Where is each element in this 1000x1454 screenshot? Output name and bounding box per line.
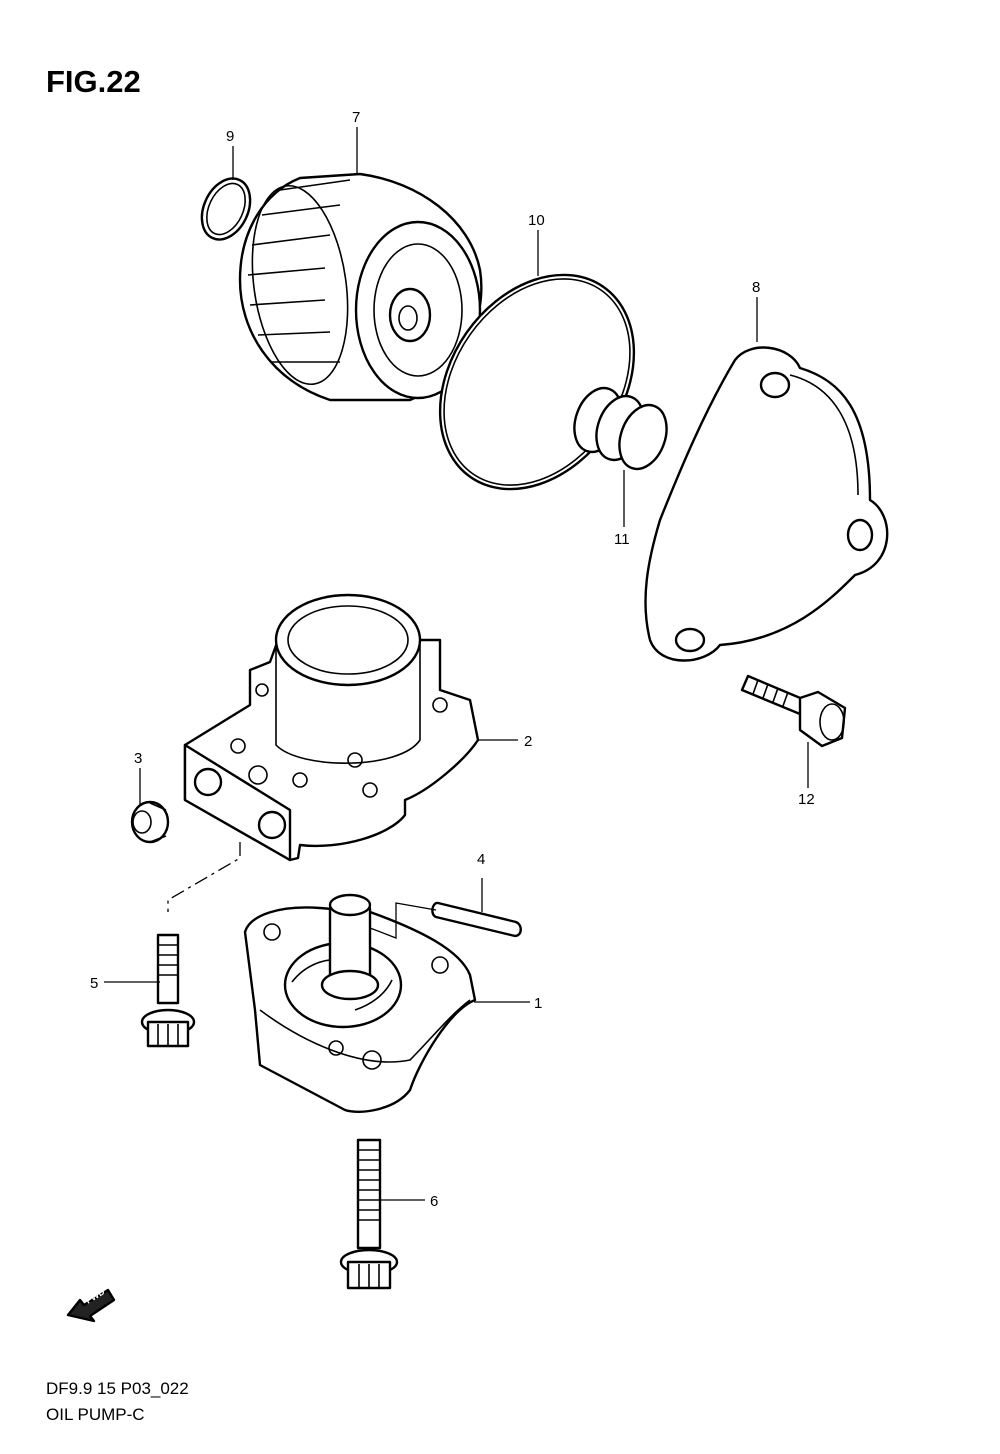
- callout-10: 10: [528, 212, 545, 229]
- callout-labels: 9 7 10 8 11 2 3 4 12 1 5 6: [90, 109, 815, 1210]
- figure-code: DF9.9 15 P03_022: [46, 1379, 189, 1398]
- leader-lines: [104, 127, 809, 1201]
- part-5-bolt: [140, 933, 196, 1048]
- figure-title: FIG.22: [46, 64, 141, 99]
- figure-name: OIL PUMP-C: [46, 1405, 145, 1424]
- callout-2: 2: [524, 733, 532, 750]
- callout-7: 7: [352, 109, 360, 126]
- callout-3: 3: [134, 750, 142, 767]
- callout-11: 11: [614, 531, 630, 548]
- callout-6: 6: [430, 1193, 438, 1210]
- assembly-centerline: [167, 842, 241, 912]
- part-6-bolt: [339, 1138, 399, 1290]
- filter-pleats: [247, 179, 351, 363]
- callout-1: 1: [534, 995, 542, 1012]
- part-2-pump-body: [183, 593, 480, 862]
- part-3-plug: [130, 800, 170, 844]
- callout-5: 5: [90, 975, 98, 992]
- part-11-spring: [573, 386, 668, 471]
- part-1-pump-assembly: [243, 893, 477, 1113]
- part-7-oil-filter: [238, 172, 483, 402]
- callout-9: 9: [226, 128, 234, 145]
- part-8-cover: [644, 346, 889, 662]
- fwd-arrow-icon: FWD: [66, 1286, 116, 1323]
- part-9-o-ring: [200, 177, 252, 241]
- callout-4: 4: [477, 851, 485, 868]
- callout-8: 8: [752, 279, 760, 296]
- part-12-bolt: [740, 674, 847, 748]
- part-4-pin: [431, 901, 522, 938]
- callout-12: 12: [798, 791, 815, 808]
